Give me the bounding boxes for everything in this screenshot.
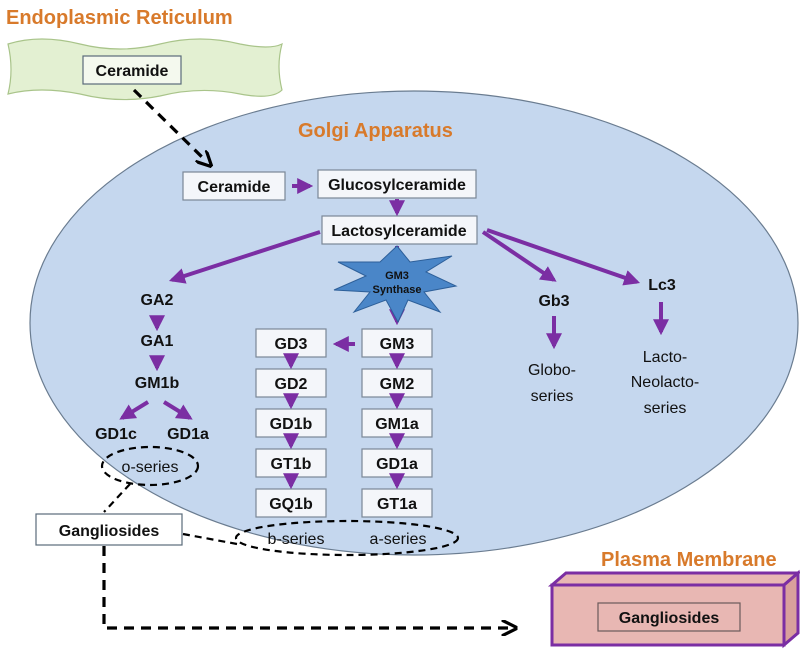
a-series-gm3: GM3 xyxy=(380,336,415,353)
gm3-synthase-label-line2: Synthase xyxy=(373,284,422,296)
arrow-gm1b-to-gd1a xyxy=(162,400,193,420)
golgi-title: Golgi Apparatus xyxy=(298,120,453,142)
a-series-label: a-series xyxy=(370,531,427,548)
a-series-box-4 xyxy=(361,488,433,518)
o-series-label: o-series xyxy=(122,459,179,476)
a-series-box-3 xyxy=(361,448,433,478)
golgi-apparatus xyxy=(29,90,799,556)
gm3-synthase-starburst xyxy=(333,245,458,324)
b-series-box-4 xyxy=(255,488,327,518)
lacto-series-line2: Neolacto- xyxy=(631,374,699,391)
ab-series-ellipse xyxy=(234,519,460,557)
plasma-membrane-box-top xyxy=(547,571,800,587)
golgi-ceramide-box xyxy=(182,171,286,201)
arrow-lactosyl-to-lc3 xyxy=(486,228,641,286)
ab-series-to-gangliosides-connector xyxy=(182,532,238,546)
gangliosides-to-plasma-membrane-arrow xyxy=(102,546,508,628)
glucosylceramide-box xyxy=(317,169,477,199)
a-series-box-1 xyxy=(361,368,433,398)
gm3-synthase-label-line1: GM3 xyxy=(385,270,409,282)
o-series-gd1c: GD1c xyxy=(95,426,137,443)
o-series-ga2: GA2 xyxy=(141,292,174,309)
o-series-ellipse xyxy=(100,445,200,487)
o-series-ga1: GA1 xyxy=(141,333,174,350)
a-series-gm2: GM2 xyxy=(380,376,415,393)
arrow-gm1b-to-gd1c xyxy=(119,400,150,420)
b-series-label: b-series xyxy=(268,531,325,548)
a-series-box-2 xyxy=(361,408,433,438)
lacto-series-line3: series xyxy=(644,400,687,417)
lacto-series-line1: Lacto- xyxy=(643,349,687,366)
o-series-to-gangliosides-connector xyxy=(103,483,131,513)
pm-gangliosides-label: Gangliosides xyxy=(619,610,720,627)
a-series-gd1a: GD1a xyxy=(376,456,418,473)
gangliosides-label: Gangliosides xyxy=(59,523,160,540)
glucosylceramide-label: Glucosylceramide xyxy=(328,177,466,194)
b-series-gt1b: GT1b xyxy=(271,456,312,473)
lactosylceramide-label: Lactosylceramide xyxy=(331,223,466,240)
er-title: Endoplasmic Reticulum xyxy=(6,7,233,29)
plasma-membrane-title: Plasma Membrane xyxy=(601,549,777,571)
globo-series-line1: Globo- xyxy=(528,362,576,379)
a-series-box-0 xyxy=(361,328,433,358)
gangliosides-box xyxy=(35,513,183,546)
b-series-gd2: GD2 xyxy=(275,376,308,393)
globo-series-line2: series xyxy=(531,388,574,405)
gb3-label: Gb3 xyxy=(538,293,569,310)
plasma-membrane-box-side xyxy=(782,569,800,649)
lactosylceramide-box xyxy=(321,215,478,245)
er-ceramide-label: Ceramide xyxy=(96,63,169,80)
b-series-gd3: GD3 xyxy=(275,336,308,353)
b-series-box-1 xyxy=(255,368,327,398)
pm-gangliosides-box xyxy=(597,602,741,632)
a-series-gt1a: GT1a xyxy=(377,496,417,513)
arrow-lactosyl-to-ga2 xyxy=(168,230,321,284)
a-series-gm1a: GM1a xyxy=(375,416,419,433)
b-series-gq1b: GQ1b xyxy=(269,496,313,513)
er-ceramide-box xyxy=(82,55,182,85)
o-series-gd1a: GD1a xyxy=(167,426,209,443)
golgi-ceramide-label: Ceramide xyxy=(198,179,271,196)
lc3-label: Lc3 xyxy=(648,277,676,294)
arrow-lactosyl-to-gb3 xyxy=(481,230,557,282)
o-series-gm1b: GM1b xyxy=(135,375,180,392)
b-series-gd1b: GD1b xyxy=(270,416,313,433)
